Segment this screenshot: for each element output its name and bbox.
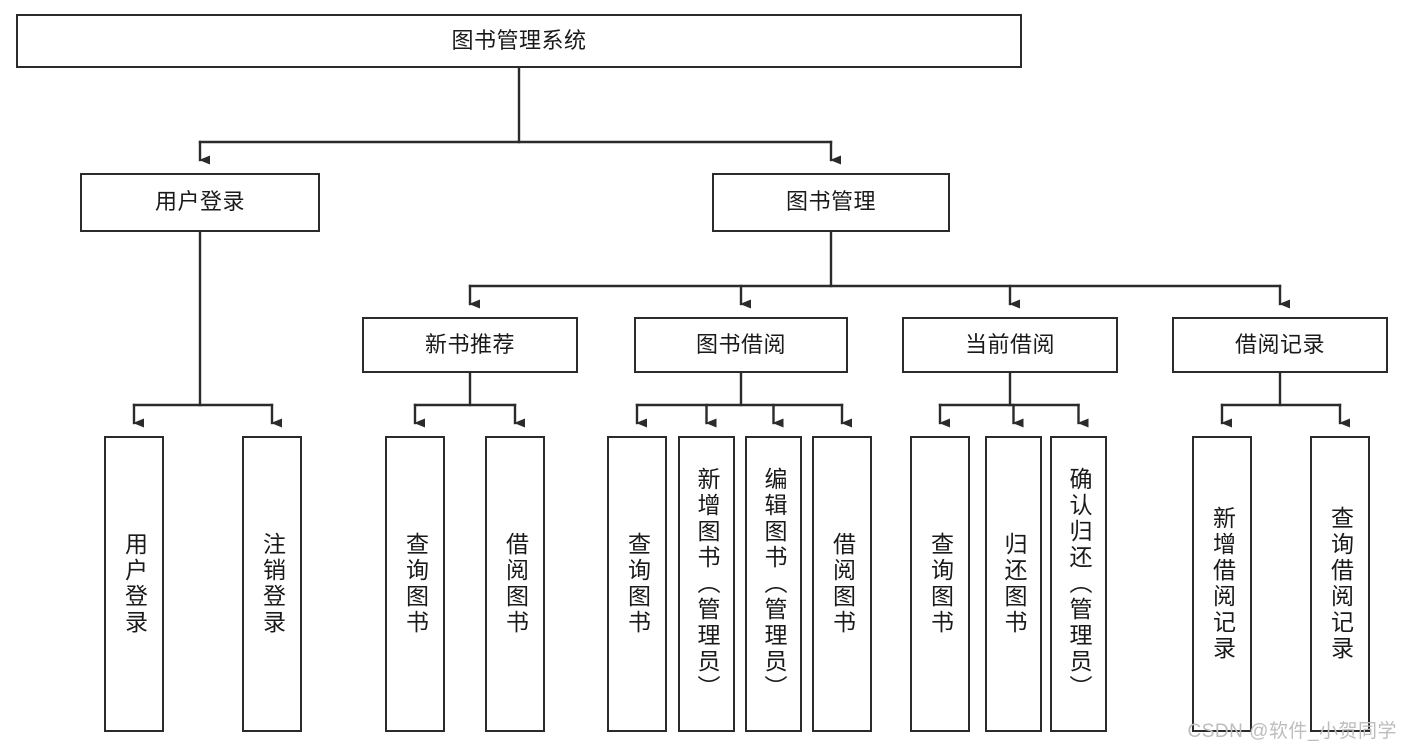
node-label: 查询借阅记录 xyxy=(1327,506,1354,662)
node-label: 当前借阅 xyxy=(964,331,1055,357)
node-label: 查询图书 xyxy=(927,532,954,636)
node-label: 新增图书（管理员） xyxy=(694,467,720,701)
node-leaf-bb-borrow: 借阅图书 xyxy=(812,436,872,732)
node-root: 图书管理系统 xyxy=(16,14,1022,68)
node-leaf-rec-borrow: 借阅图书 xyxy=(485,436,545,732)
node-leaf-user-login: 用户登录 xyxy=(104,436,164,732)
node-label: 图书管理 xyxy=(785,189,876,215)
node-leaf-user-logout: 注销登录 xyxy=(242,436,302,732)
node-leaf-lr-query: 查询借阅记录 xyxy=(1310,436,1370,732)
node-l3-new-book-rec: 新书推荐 xyxy=(362,317,578,373)
node-label: 图书管理系统 xyxy=(451,27,587,53)
node-l2-book-manage: 图书管理 xyxy=(712,173,950,232)
node-label: 确认归还（管理员） xyxy=(1066,467,1092,701)
node-l3-current-loan: 当前借阅 xyxy=(902,317,1118,373)
node-label: 新增借阅记录 xyxy=(1209,506,1236,662)
node-label: 注销登录 xyxy=(259,532,286,636)
node-leaf-bb-add: 新增图书（管理员） xyxy=(678,436,735,732)
node-label: 查询图书 xyxy=(402,532,429,636)
node-l3-book-borrow: 图书借阅 xyxy=(634,317,848,373)
node-label: 借阅图书 xyxy=(829,532,856,636)
node-leaf-bb-query: 查询图书 xyxy=(607,436,667,732)
node-leaf-lr-add: 新增借阅记录 xyxy=(1192,436,1252,732)
node-leaf-cl-return: 归还图书 xyxy=(985,436,1042,732)
node-leaf-cl-query: 查询图书 xyxy=(910,436,970,732)
node-label: 借阅图书 xyxy=(502,532,529,636)
node-label: 借阅记录 xyxy=(1234,331,1325,357)
node-label: 新书推荐 xyxy=(424,331,515,357)
node-label: 编辑图书（管理员） xyxy=(761,467,787,701)
node-label: 用户登录 xyxy=(154,189,245,215)
node-label: 用户登录 xyxy=(121,532,148,636)
node-leaf-rec-query: 查询图书 xyxy=(385,436,445,732)
node-l2-user-login: 用户登录 xyxy=(80,173,320,232)
node-l3-loan-record: 借阅记录 xyxy=(1172,317,1388,373)
node-leaf-bb-edit: 编辑图书（管理员） xyxy=(745,436,802,732)
node-label: 图书借阅 xyxy=(695,331,786,357)
node-label: 查询图书 xyxy=(624,532,651,636)
node-leaf-cl-confirm: 确认归还（管理员） xyxy=(1050,436,1107,732)
node-label: 归还图书 xyxy=(1001,532,1027,636)
